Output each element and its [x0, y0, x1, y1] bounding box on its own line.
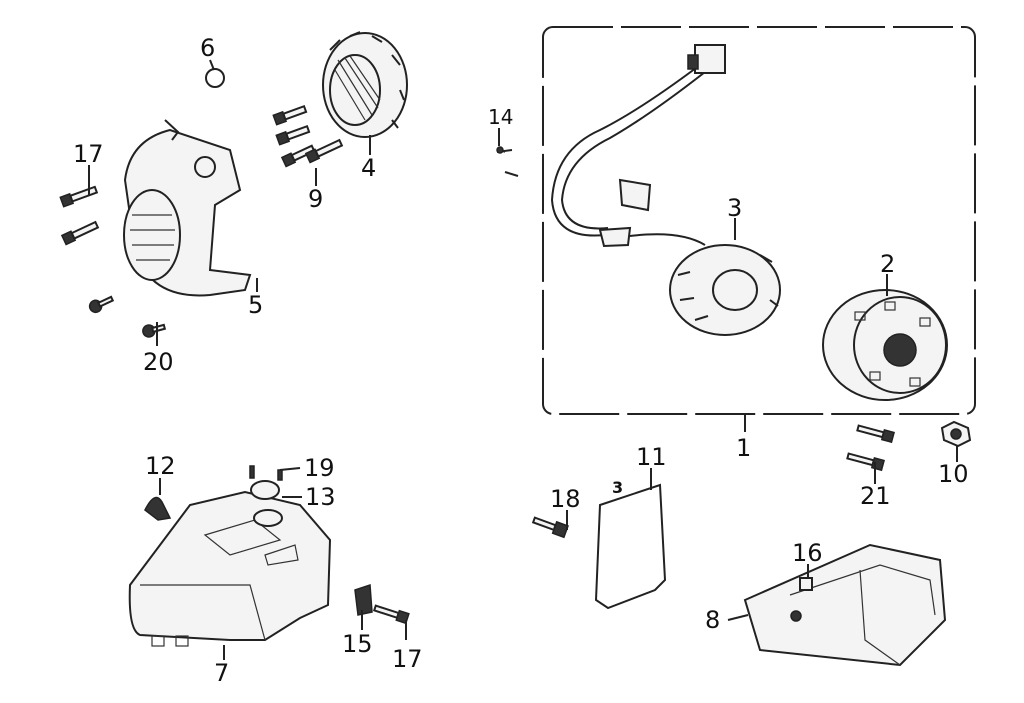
callout-12: 12 [145, 452, 176, 480]
fan-shroud [123, 119, 252, 297]
callout-15: 15 [342, 630, 373, 658]
bolts-group-left [59, 104, 344, 338]
callout-3: 3 [727, 194, 742, 222]
callout-19: 19 [304, 454, 335, 482]
stator-assembly [550, 44, 781, 336]
flywheel-rotor [822, 289, 948, 401]
small-parts-upper [144, 465, 569, 625]
callout-18: 18 [550, 485, 581, 513]
callout-21: 21 [860, 482, 891, 510]
callout-4: 4 [361, 154, 376, 182]
cooling-fan [322, 31, 408, 138]
callout-8: 8 [705, 606, 720, 634]
callout-7: 7 [214, 659, 229, 687]
callout-3-small: 3 [612, 478, 623, 497]
callout-5: 5 [248, 291, 263, 319]
gasket [594, 483, 667, 610]
callout-14: 14 [488, 105, 513, 129]
callout-1: 1 [736, 434, 751, 462]
callout-10: 10 [938, 460, 969, 488]
callout-6: 6 [200, 34, 215, 62]
assembly-1-box [542, 26, 976, 415]
callout-11: 11 [636, 443, 667, 471]
callout-16: 16 [792, 539, 823, 567]
callout-20: 20 [143, 348, 174, 376]
callout-13: 13 [305, 483, 336, 511]
clip-6 [205, 68, 225, 88]
callout-17-top: 17 [73, 140, 104, 168]
lower-shroud [128, 490, 332, 647]
leader-lines [88, 59, 958, 660]
callout-9: 9 [308, 185, 323, 213]
lower-right-cover [743, 543, 947, 667]
callout-2: 2 [880, 250, 895, 278]
callout-17-bottom: 17 [392, 645, 423, 673]
